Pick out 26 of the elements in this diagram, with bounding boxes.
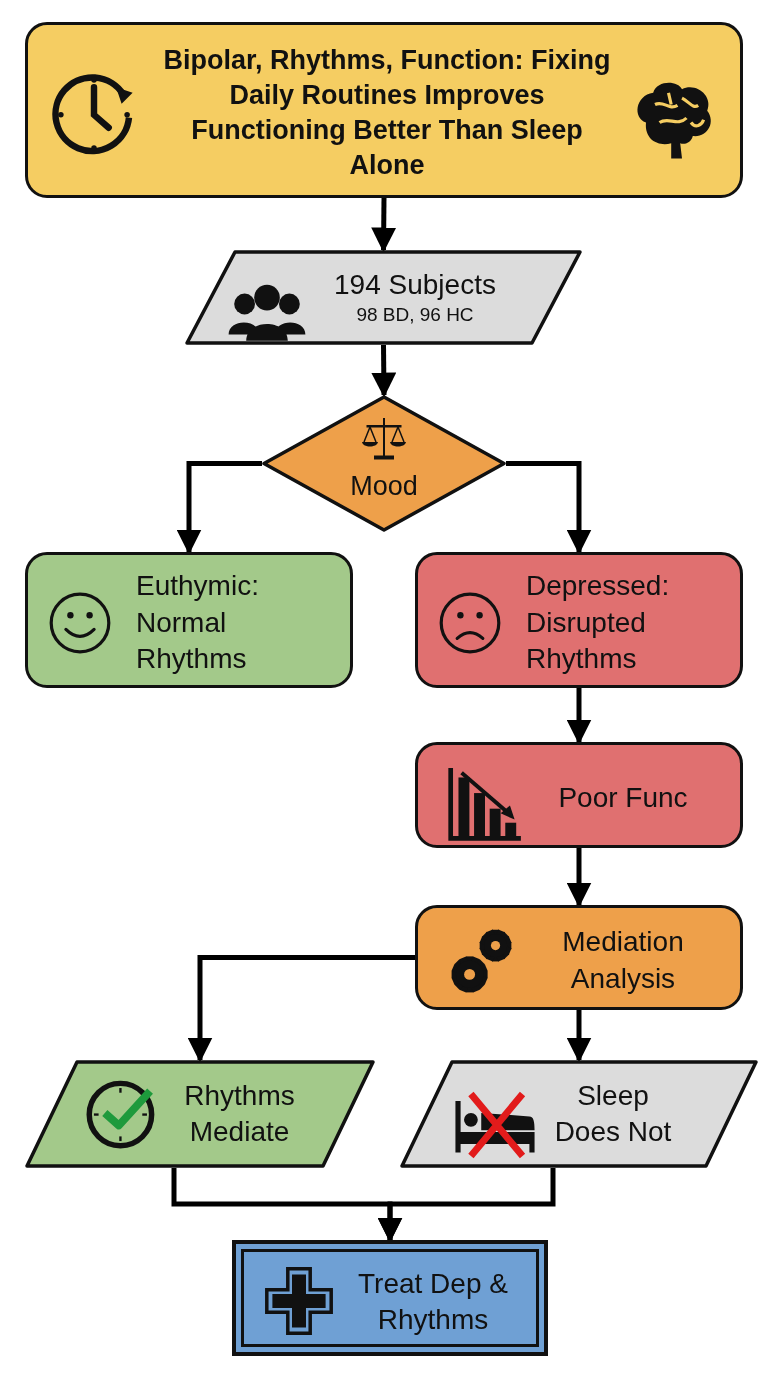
process-box	[25, 552, 353, 688]
arrow	[566, 1010, 592, 1063]
node-sublabel: 98 BD, 96 HC	[356, 303, 474, 328]
process-box	[415, 742, 743, 848]
data-parallelogram	[25, 1060, 375, 1168]
data-parallelogram	[185, 250, 582, 345]
arrow	[371, 344, 397, 398]
process-box	[415, 552, 743, 688]
title-text: Bipolar, Rhythms, Function: Fixing Daily Routines Improves Functioning Better Than Sleep Alone	[162, 43, 612, 183]
node-label: Poor Func	[558, 780, 688, 815]
result-box	[232, 1240, 548, 1356]
node-label: Rhythms Mediate	[183, 1078, 296, 1149]
node-label: Depressed: Disrupted Rhythms	[526, 569, 671, 677]
node-label: 194 Subjects	[334, 267, 496, 302]
node-label: Mediation Analysis	[561, 925, 685, 996]
node-label: Euthymic: Normal Rhythms	[136, 569, 260, 677]
data-parallelogram	[400, 1060, 758, 1168]
node-label: Sleep Does Not	[553, 1078, 673, 1149]
title-box	[25, 22, 743, 198]
node-label: Treat Dep & Rhythms	[357, 1266, 509, 1337]
decision-diamond	[262, 395, 506, 532]
arrow	[371, 197, 397, 253]
arrow	[377, 1168, 556, 1243]
node-label: Mood	[350, 470, 418, 504]
arrow	[187, 955, 415, 1063]
process-box	[415, 905, 743, 1010]
